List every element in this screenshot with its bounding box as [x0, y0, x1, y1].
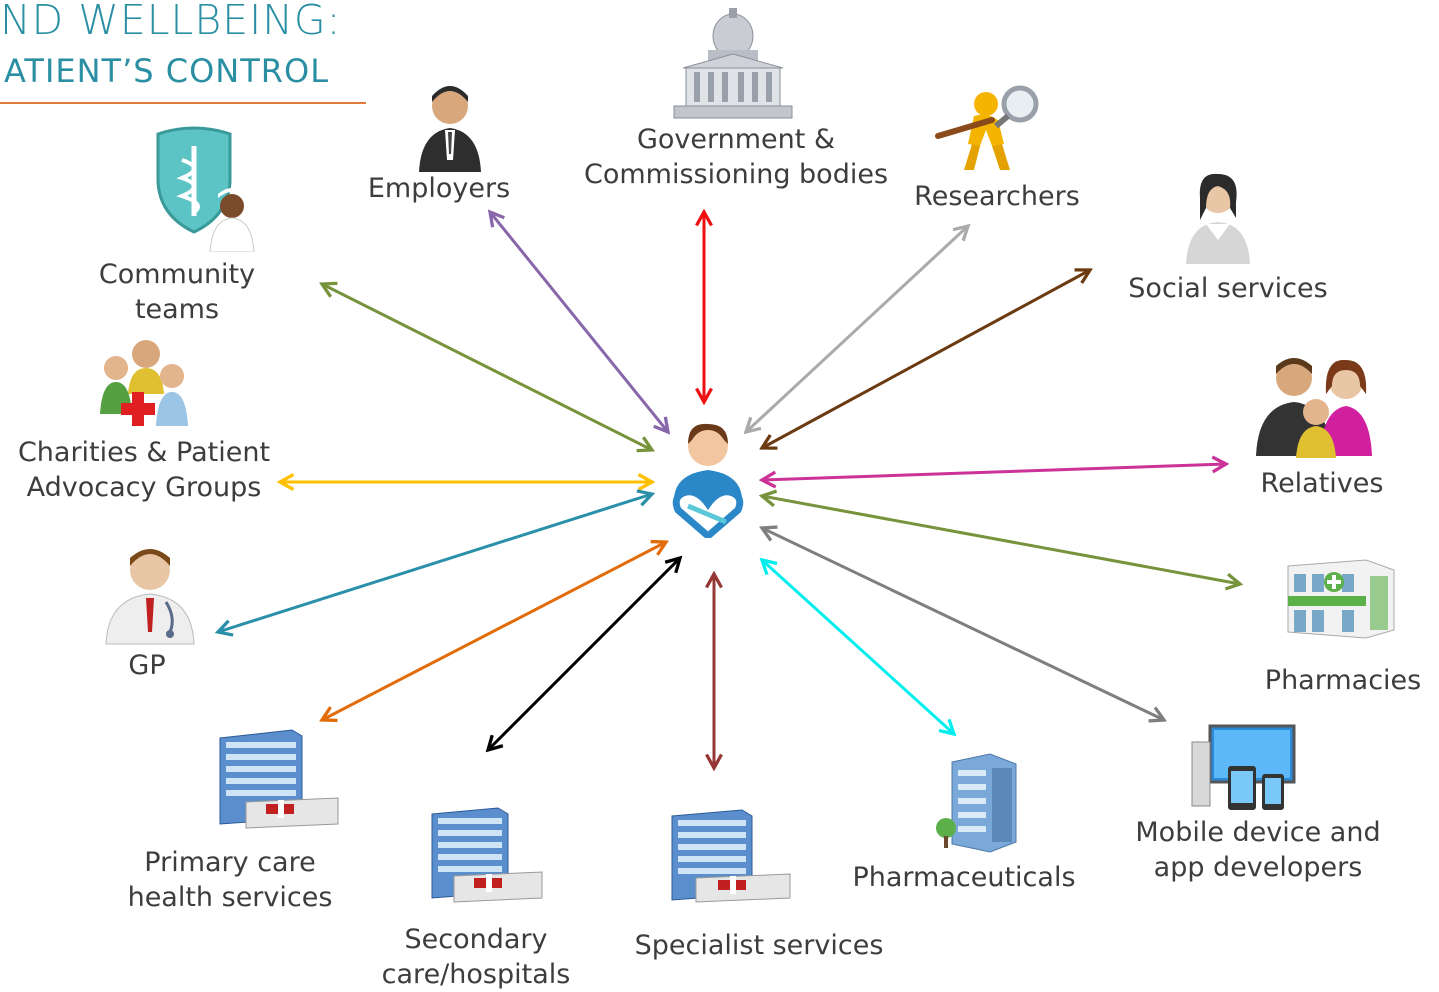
- label-researchers: Researchers: [914, 181, 1080, 212]
- arrow-pharmacies: [762, 496, 1240, 584]
- arrow-primary: [322, 542, 666, 720]
- researcher-magnifier-icon: [935, 85, 1039, 170]
- arrow-researchers: [746, 226, 968, 432]
- label-government: Government &Commissioning bodies: [583, 124, 889, 190]
- specialist-hospital-icon: [671, 809, 791, 903]
- arrow-employers: [490, 212, 668, 432]
- gp-doctor-icon: [105, 549, 195, 645]
- page-subtitle: ATIENT’S CONTROL: [4, 52, 330, 90]
- label-gp: GP: [128, 650, 166, 681]
- arrow-social: [762, 270, 1090, 448]
- title-divider: [0, 102, 366, 104]
- charity-group-icon: [100, 340, 188, 426]
- label-pharmacies: Pharmacies: [1264, 665, 1422, 696]
- arrow-secondary: [488, 558, 680, 750]
- social-worker-icon: [1186, 173, 1250, 264]
- pharmacy-building-icon: [1287, 559, 1395, 639]
- arrow-pharmaceuticals: [762, 560, 954, 734]
- employer-person-icon: [419, 86, 481, 172]
- label-employers: Employers: [367, 173, 511, 204]
- label-relatives: Relatives: [1260, 468, 1384, 499]
- arrow-mobile: [762, 528, 1164, 720]
- patient-hub-icon: [672, 423, 744, 538]
- secondary-care-hospital-icon: [431, 807, 543, 903]
- community-health-shield-icon: [156, 126, 255, 252]
- arrow-community: [322, 284, 652, 450]
- label-pharmaceuticals: Pharmaceuticals: [852, 862, 1076, 893]
- arrow-gp: [218, 494, 652, 632]
- page-title: ND WELLBEING:: [0, 0, 342, 44]
- government-building-icon: [673, 8, 793, 119]
- label-social-services: Social services: [1128, 273, 1328, 304]
- mobile-devices-icon: [1191, 724, 1296, 810]
- arrow-relatives: [762, 464, 1226, 480]
- label-specialist-services: Specialist services: [634, 930, 884, 961]
- primary-care-hospital-icon: [219, 729, 339, 829]
- pharmaceutical-building-icon: [936, 753, 1017, 853]
- relatives-family-icon: [1256, 358, 1372, 458]
